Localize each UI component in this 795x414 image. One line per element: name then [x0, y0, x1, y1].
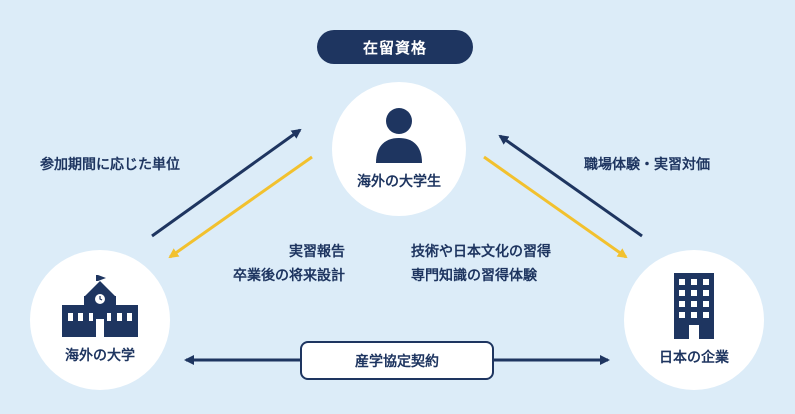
edge-label-credits: 参加期間に応じた単位 — [40, 157, 180, 173]
arrow-student-to-univ — [168, 155, 313, 259]
edge-label-report: 実習報告 卒業後の将来設計 — [200, 240, 345, 288]
edge-label-report-line2: 卒業後の将来設計 — [233, 268, 345, 284]
edge-label-report-line1: 実習報告 — [289, 244, 345, 260]
edge-label-compensation: 職場体験・実習対価 — [584, 157, 710, 173]
edge-label-skills: 技術や日本文化の習得 専門知識の習得体験 — [411, 240, 551, 288]
arrow-company-to-student — [498, 134, 643, 238]
status-badge: 在留資格 — [317, 30, 473, 64]
edge-label-skills-line1: 技術や日本文化の習得 — [411, 244, 551, 260]
student-node: 海外の大学生 — [332, 82, 466, 216]
agreement-box: 産学協定契約 — [300, 341, 494, 380]
university-label: 海外の大学 — [65, 348, 135, 364]
school-icon — [62, 275, 138, 337]
student-label: 海外の大学生 — [357, 174, 441, 190]
arrow-student-to-company — [483, 155, 628, 259]
company-label: 日本の企業 — [659, 350, 729, 366]
building-icon — [674, 273, 714, 339]
university-node: 海外の大学 — [30, 250, 170, 390]
arrow-univ-to-student — [151, 128, 302, 238]
edge-label-skills-line2: 専門知識の習得体験 — [411, 268, 537, 284]
person-icon — [376, 108, 422, 163]
company-node: 日本の企業 — [624, 250, 764, 390]
